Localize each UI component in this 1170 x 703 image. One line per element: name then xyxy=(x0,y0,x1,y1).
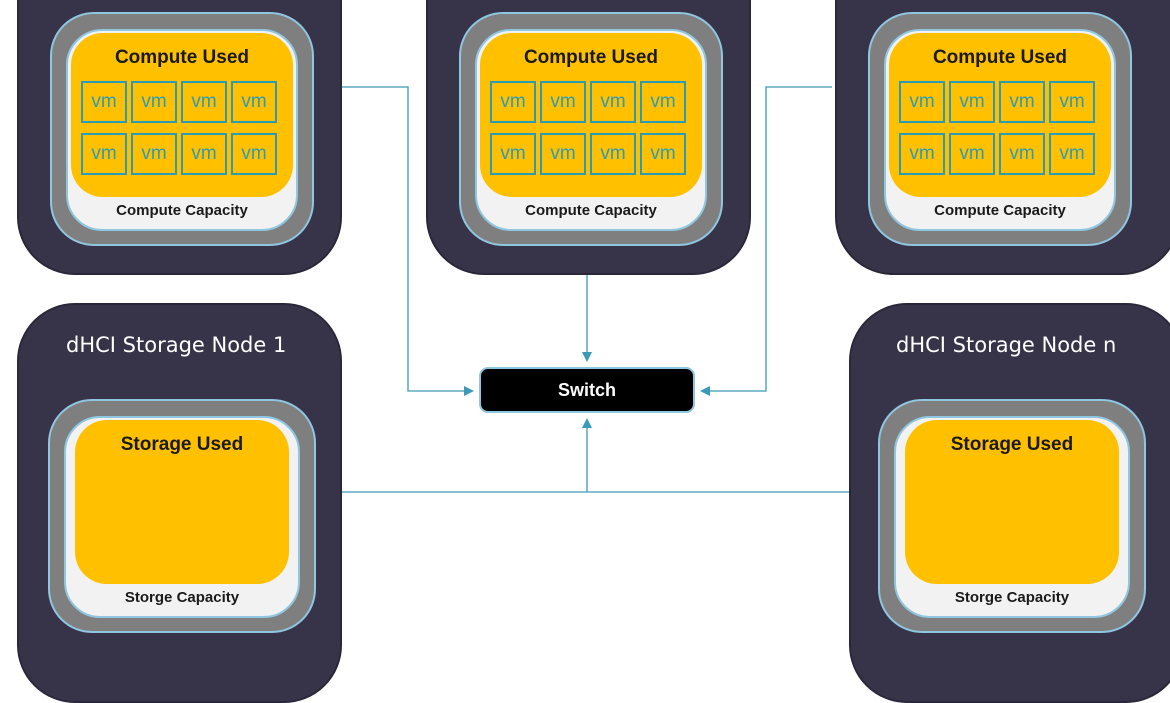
vm-box: vm xyxy=(999,81,1045,123)
connector-lines xyxy=(340,86,849,493)
compute-used-label: Compute Used xyxy=(114,47,250,68)
vm-box: vm xyxy=(540,133,586,175)
link-compute-1-to-switch xyxy=(340,86,474,396)
storage-node-n: dHCI Storage Node n Storage Used Storge … xyxy=(849,303,1170,703)
compute-node-1: Compute Used vm vm vm vm vm vm vm vm Com… xyxy=(17,0,342,275)
compute-frame-outer: Compute Used vm vm vm vm vm vm vm vm Com… xyxy=(459,12,723,246)
storage-node-title: dHCI Storage Node n xyxy=(896,333,1117,357)
compute-frame-inner: Compute Used vm vm vm vm vm vm vm vm Com… xyxy=(66,29,298,231)
vm-box: vm xyxy=(490,81,536,123)
compute-used-label: Compute Used xyxy=(523,47,659,68)
vm-box: vm xyxy=(999,133,1045,175)
compute-used-area: Compute Used vm vm vm vm vm vm vm vm xyxy=(480,33,702,197)
vm-box: vm xyxy=(640,81,686,123)
vm-box: vm xyxy=(540,81,586,123)
vm-box: vm xyxy=(181,133,227,175)
storage-capacity-label: Storge Capacity xyxy=(954,589,1070,606)
vm-box: vm xyxy=(81,81,127,123)
storage-node-title: dHCI Storage Node 1 xyxy=(66,333,287,357)
vm-box: vm xyxy=(640,133,686,175)
vm-box: vm xyxy=(1049,133,1095,175)
storage-used-label: Storage Used xyxy=(120,434,244,455)
vm-box: vm xyxy=(899,133,945,175)
vm-box: vm xyxy=(231,133,277,175)
vm-box: vm xyxy=(899,81,945,123)
storage-used-area: Storage Used xyxy=(75,420,289,584)
compute-capacity-label: Compute Capacity xyxy=(525,202,657,219)
vm-grid: vm vm vm vm vm vm vm vm xyxy=(490,81,686,175)
storage-frame-outer: Storage Used Storge Capacity xyxy=(878,399,1146,633)
compute-node-2: Compute Used vm vm vm vm vm vm vm vm Com… xyxy=(426,0,751,275)
compute-capacity-label: Compute Capacity xyxy=(934,202,1066,219)
storage-node-1: dHCI Storage Node 1 Storage Used Storge … xyxy=(17,303,342,703)
compute-used-area: Compute Used vm vm vm vm vm vm vm vm xyxy=(71,33,293,197)
link-compute-3-to-switch xyxy=(700,86,832,396)
vm-grid: vm vm vm vm vm vm vm vm xyxy=(899,81,1095,175)
vm-box: vm xyxy=(949,133,995,175)
compute-capacity-label: Compute Capacity xyxy=(116,202,248,219)
vm-box: vm xyxy=(231,81,277,123)
compute-used-area: Compute Used vm vm vm vm vm vm vm vm xyxy=(889,33,1111,197)
vm-box: vm xyxy=(131,81,177,123)
vm-box: vm xyxy=(1049,81,1095,123)
vm-grid: vm vm vm vm vm vm vm vm xyxy=(81,81,277,175)
compute-frame-outer: Compute Used vm vm vm vm vm vm vm vm Com… xyxy=(868,12,1132,246)
storage-used-area: Storage Used xyxy=(905,420,1119,584)
storage-used-label: Storage Used xyxy=(950,434,1074,455)
vm-box: vm xyxy=(81,133,127,175)
switch-box: Switch xyxy=(479,367,695,413)
storage-frame-inner: Storage Used Storge Capacity xyxy=(894,416,1130,618)
storage-frame-outer: Storage Used Storge Capacity xyxy=(48,399,316,633)
vm-box: vm xyxy=(131,133,177,175)
vm-box: vm xyxy=(949,81,995,123)
storage-frame-inner: Storage Used Storge Capacity xyxy=(64,416,300,618)
compute-frame-inner: Compute Used vm vm vm vm vm vm vm vm Com… xyxy=(475,29,707,231)
vm-box: vm xyxy=(590,81,636,123)
storage-capacity-label: Storge Capacity xyxy=(124,589,240,606)
compute-node-3: Compute Used vm vm vm vm vm vm vm vm Com… xyxy=(835,0,1170,275)
vm-box: vm xyxy=(181,81,227,123)
vm-box: vm xyxy=(590,133,636,175)
compute-used-label: Compute Used xyxy=(932,47,1068,68)
compute-frame-outer: Compute Used vm vm vm vm vm vm vm vm Com… xyxy=(50,12,314,246)
vm-box: vm xyxy=(490,133,536,175)
compute-frame-inner: Compute Used vm vm vm vm vm vm vm vm Com… xyxy=(884,29,1116,231)
